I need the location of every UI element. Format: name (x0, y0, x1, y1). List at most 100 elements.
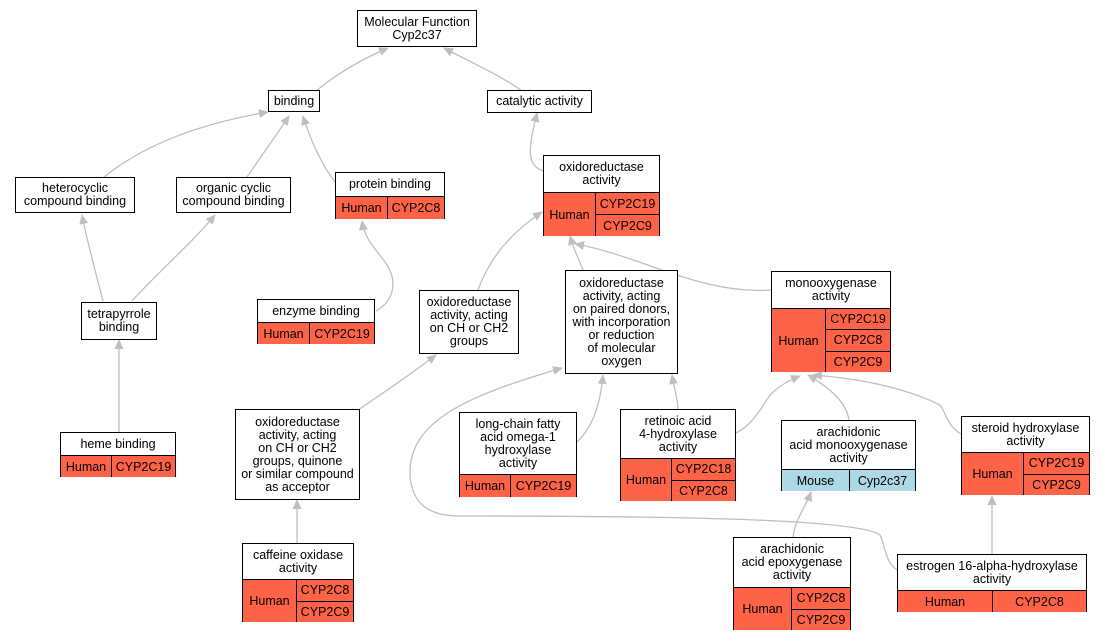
node-heme-binding[interactable]: heme binding Human CYP2C19 (60, 432, 176, 477)
node-retinoic-acid-4-hydroxylase[interactable]: retinoic acid 4-hydroxylase activity Hum… (620, 409, 736, 501)
label-line: on CH or CH2 (258, 440, 337, 455)
node-label: enzyme binding (258, 300, 374, 322)
label-line: or reduction (588, 327, 655, 342)
edge-hetero-binding (103, 109, 269, 178)
gene-cell: CYP2C9 (792, 608, 850, 631)
node-enzyme-binding[interactable]: enzyme binding Human CYP2C19 (257, 299, 375, 344)
node-binding[interactable]: binding (268, 90, 320, 112)
edge-catalytic-mf (443, 47, 523, 92)
annotation-row: Human CYP2C8 (336, 196, 444, 219)
node-oxidoreductase-activity[interactable]: oxidoreductase activity Human CYP2C19 CY… (543, 155, 660, 236)
node-label: Molecular Function Cyp2c37 (358, 11, 476, 46)
label-line: activity (772, 568, 812, 582)
label-line: activity, acting (258, 427, 337, 442)
edge-estrogen-paired (409, 366, 898, 571)
label-line: oxygen (601, 353, 642, 368)
node-label: oxidoreductase activity, acting on CH or… (236, 410, 359, 499)
gene-cell: CYP2C19 (599, 196, 656, 211)
gene-cell: CYP2C8 (796, 591, 846, 606)
edge-retinoic-paired (669, 374, 679, 410)
label-line: catalytic activity (496, 94, 583, 108)
gene-cell: CYP2C19 (830, 312, 886, 327)
node-label: retinoic acid 4-hydroxylase activity (621, 410, 735, 458)
node-molecular-function[interactable]: Molecular Function Cyp2c37 (357, 10, 477, 47)
annotation-row: Human CYP2C19 (258, 322, 374, 344)
node-label: binding (269, 91, 319, 111)
species-cell: Human (258, 323, 310, 344)
node-protein-binding[interactable]: protein binding Human CYP2C8 (335, 172, 445, 219)
annotation-row: Human CYP2C8 CYP2C9 (243, 579, 353, 622)
node-label: arachidonic acid monooxygenase activity (782, 421, 915, 469)
label-line: groups (449, 334, 489, 348)
label-line: groups, quinone (252, 453, 343, 468)
node-label: estrogen 16-alpha-hydroxylase activity (898, 555, 1086, 590)
label-line: estrogen 16-alpha-hydroxylase (906, 558, 1078, 573)
node-label: oxidoreductase activity, acting on paire… (566, 271, 677, 373)
species-cell: Human (962, 453, 1024, 495)
species-cell: Human (734, 588, 792, 630)
edge-steroid-mono (812, 371, 962, 435)
label-line: activity (1006, 433, 1045, 448)
gene-cell: CYP2C18 (675, 462, 732, 477)
node-label: heterocyclic compound binding (16, 178, 134, 212)
label-line: protein binding (348, 177, 431, 191)
label-line: as acceptor (265, 479, 330, 494)
node-arachidonic-acid-monooxygenase[interactable]: arachidonic acid monooxygenase activity … (781, 420, 916, 491)
node-organic-cyclic-compound-binding[interactable]: organic cyclic compound binding (176, 177, 291, 213)
node-steroid-hydroxylase[interactable]: steroid hydroxylase activity Human CYP2C… (961, 416, 1090, 495)
gene-cell: CYP2C19 (515, 479, 572, 493)
node-oxidoreductase-quinone-acceptor[interactable]: oxidoreductase activity, acting on CH or… (235, 409, 360, 500)
label-line: activity (972, 571, 1012, 586)
label-line: arachidonic (816, 424, 881, 439)
edge-protein-binding (301, 115, 337, 184)
node-oxidoreductase-paired-donors[interactable]: oxidoreductase activity, acting on paire… (565, 270, 678, 374)
node-oxidoreductase-ch-ch2[interactable]: oxidoreductase activity, acting on CH or… (419, 290, 519, 354)
edge-binding-mf (314, 47, 389, 93)
gene-cell: CYP2C8 (391, 201, 441, 215)
species-cell: Human (621, 459, 672, 501)
node-label: organic cyclic compound binding (177, 178, 290, 212)
node-label: tetrapyrrole binding (82, 303, 156, 339)
label-line: activity (829, 450, 868, 465)
label-line: activity (658, 439, 698, 454)
node-estrogen-16-alpha-hydroxylase[interactable]: estrogen 16-alpha-hydroxylase activity H… (897, 554, 1087, 612)
label-line: on CH or CH2 (429, 321, 509, 335)
node-monooxygenase-activity[interactable]: monooxygenase activity Human CYP2C19 CYP… (771, 271, 891, 372)
species-cell: Human (336, 197, 388, 219)
label-line: tetrapyrrole (87, 307, 151, 321)
label-line: Cyp2c37 (392, 27, 442, 42)
node-label: long-chain fatty acid omega-1 hydroxylas… (460, 413, 576, 474)
label-line: of molecular (587, 340, 656, 355)
label-line: arachidonic (760, 542, 824, 556)
label-line: oxidoreductase (426, 295, 512, 309)
label-line: heme binding (80, 436, 156, 451)
label-line: acid monooxygenase (789, 437, 908, 452)
label-line: activity, acting (430, 308, 508, 322)
annotation-row: Human CYP2C8 (898, 590, 1086, 612)
label-line: compound binding (182, 194, 285, 208)
node-tetrapyrrole-binding[interactable]: tetrapyrrole binding (81, 302, 157, 340)
node-label: monooxygenase activity (772, 272, 890, 308)
species-cell: Human (460, 475, 511, 497)
node-caffeine-oxidase[interactable]: caffeine oxidase activity Human CYP2C8 C… (242, 543, 354, 622)
gene-cell: CYP2C9 (826, 350, 890, 372)
label-line: acid epoxygenase (741, 555, 843, 569)
gene-cell: CYP2C8 (826, 329, 890, 350)
label-line: oxidoreductase (579, 275, 664, 290)
node-heterocyclic-compound-binding[interactable]: heterocyclic compound binding (15, 177, 135, 213)
node-label: heme binding (61, 433, 175, 455)
label-line: binding (98, 320, 140, 334)
label-line: activity, acting (582, 288, 661, 303)
label-line: on paired donors, (572, 301, 671, 316)
node-arachidonic-acid-epoxygenase[interactable]: arachidonic acid epoxygenase activity Hu… (733, 537, 851, 630)
label-line: activity (498, 455, 538, 470)
node-label: caffeine oxidase activity (243, 544, 353, 579)
label-line: binding (273, 93, 315, 108)
gene-cell: CYP2C8 (1015, 594, 1064, 609)
gene-cell: CYP2C8 (672, 479, 735, 502)
annotation-row: Human CYP2C19 (61, 455, 175, 477)
node-catalytic-activity[interactable]: catalytic activity (487, 90, 592, 113)
node-long-chain-fatty-acid-omega-1-hydroxylase[interactable]: long-chain fatty acid omega-1 hydroxylas… (459, 412, 577, 497)
label-line: activity (811, 289, 851, 303)
